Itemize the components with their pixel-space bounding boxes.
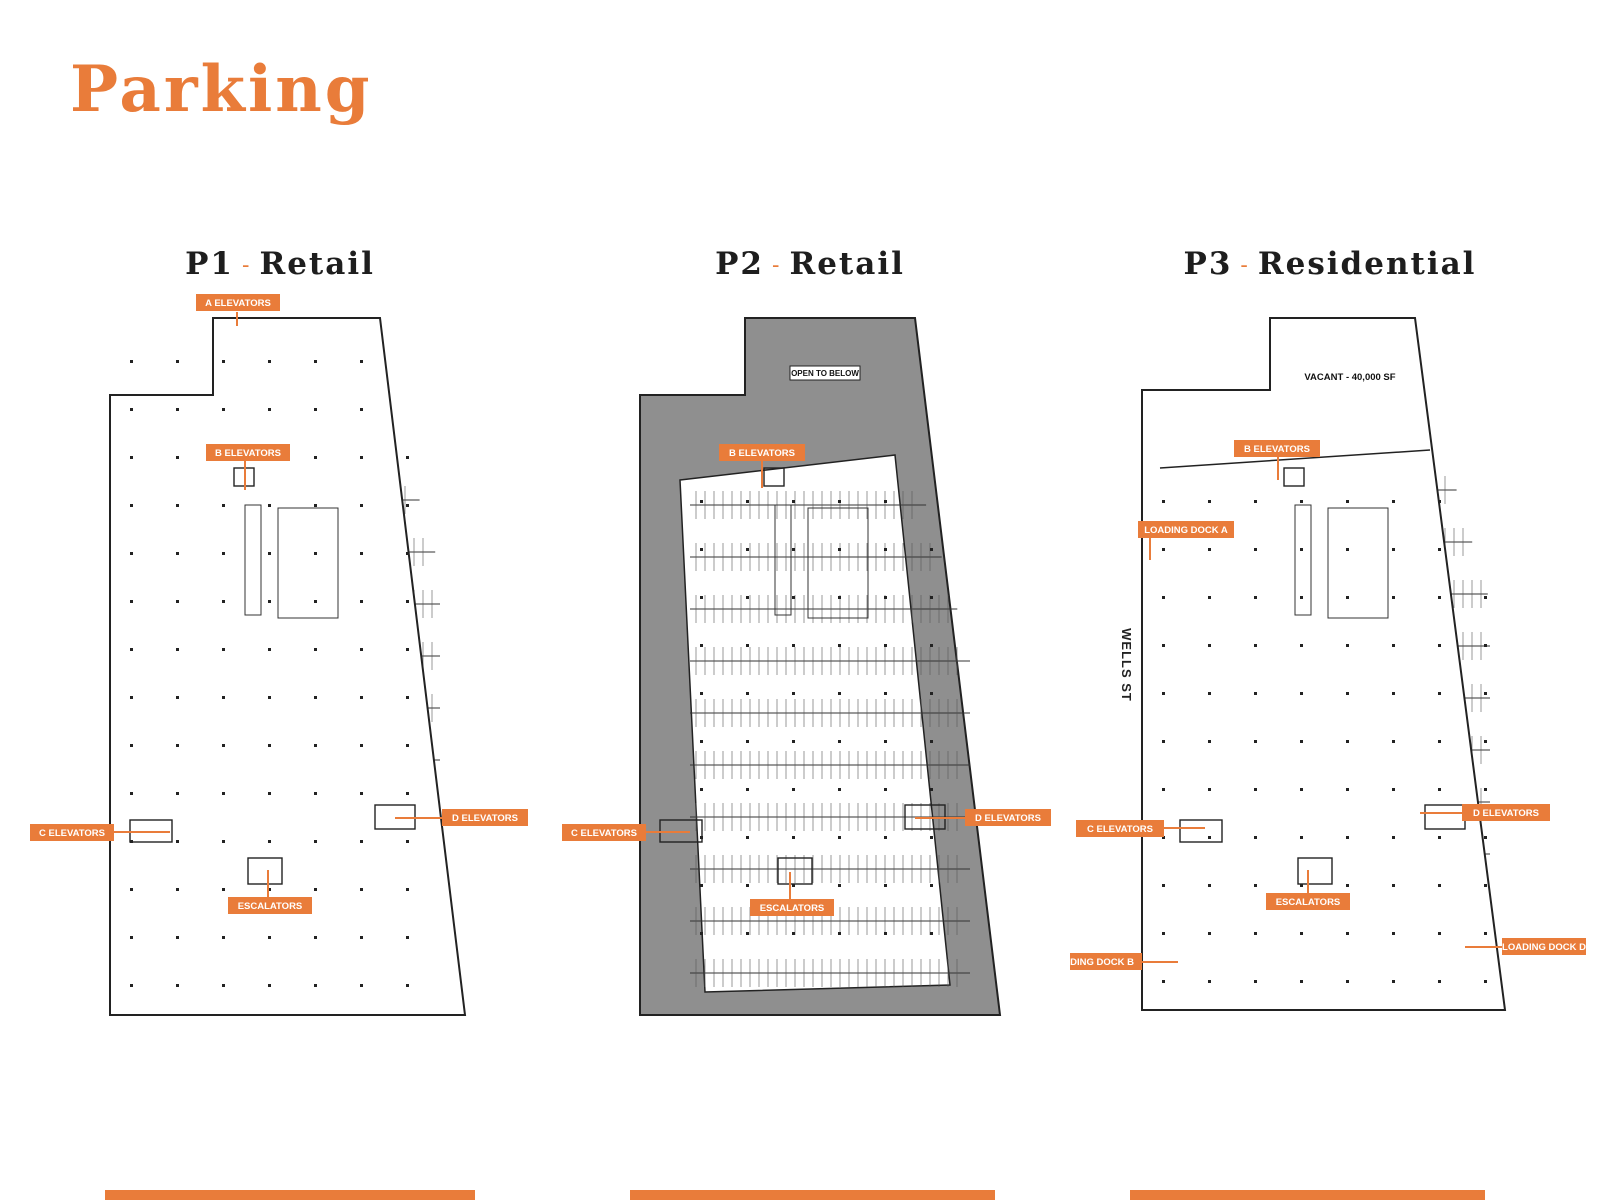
- floor-plan-drawing-p1: A ELEVATORS B ELEVATORS C ELEVATORS D EL…: [30, 294, 528, 1016]
- bottom-bar-p1: [105, 1190, 475, 1200]
- label-a-elevators: A ELEVATORS: [196, 294, 280, 311]
- parking-area: [679, 454, 951, 993]
- floor-plan-drawing-p2: OPEN TO BELOW B ELEVATORS C ELEVATORS D …: [562, 317, 1051, 1016]
- label-text: B ELEVATORS: [729, 448, 795, 459]
- label-text: B ELEVATORS: [1244, 444, 1310, 455]
- floor-outline: [109, 317, 467, 1016]
- note-text: OPEN TO BELOW: [791, 369, 859, 378]
- floor-outline: [1141, 317, 1507, 1011]
- label-b-elevators: B ELEVATORS: [206, 444, 290, 461]
- plan-separator: -: [242, 253, 252, 278]
- floor-details: [659, 467, 946, 935]
- label-text: LOADING DOCK B: [1070, 957, 1134, 968]
- floor-plan-p2: P2-Retail OPEN TO BELOW B ELEVATORS C EL…: [550, 240, 1070, 1100]
- label-text: ESCALATORS: [760, 903, 825, 914]
- plan-heading-p1: P1-Retail: [20, 246, 540, 282]
- label-text: ESCALATORS: [238, 901, 303, 912]
- plan-name: Retail: [789, 246, 905, 282]
- label-b-elevators: B ELEVATORS: [1234, 440, 1320, 457]
- bottom-bar-p3: [1130, 1190, 1485, 1200]
- plan-heading-p2: P2-Retail: [550, 246, 1070, 282]
- label-d-elevators: D ELEVATORS: [442, 809, 528, 826]
- label-text: B ELEVATORS: [215, 448, 281, 459]
- label-text: LOADING DOCK D: [1502, 942, 1586, 953]
- label-text: C ELEVATORS: [571, 828, 637, 839]
- label-text: A ELEVATORS: [205, 298, 271, 309]
- plan-name: Retail: [259, 246, 375, 282]
- plan-level: P3: [1183, 246, 1233, 282]
- label-c-elevators: C ELEVATORS: [562, 824, 646, 841]
- plan-separator: -: [1240, 253, 1250, 278]
- bottom-bar-p2: [630, 1190, 995, 1200]
- label-loading-dock-b: LOADING DOCK B: [1070, 953, 1142, 970]
- label-d-elevators: D ELEVATORS: [1462, 804, 1550, 821]
- label-text: C ELEVATORS: [1087, 824, 1153, 835]
- label-escalators: ESCALATORS: [750, 899, 834, 916]
- label-c-elevators: C ELEVATORS: [1076, 820, 1164, 837]
- open-to-below-note: OPEN TO BELOW: [789, 365, 861, 381]
- label-c-elevators: C ELEVATORS: [30, 824, 114, 841]
- plan-level: P2: [715, 246, 764, 282]
- floor-plan-p3: P3-Residential VACANT - 40,000 SF WELLS …: [1070, 240, 1590, 1100]
- label-b-elevators: B ELEVATORS: [719, 444, 805, 461]
- label-text: D ELEVATORS: [452, 813, 518, 824]
- label-text: C ELEVATORS: [39, 828, 105, 839]
- vacant-note: VACANT - 40,000 SF: [1304, 372, 1395, 383]
- plan-name: Residential: [1257, 246, 1477, 282]
- label-text: LOADING DOCK A: [1144, 525, 1228, 536]
- label-text: ESCALATORS: [1276, 897, 1341, 908]
- label-loading-dock-a: LOADING DOCK A: [1138, 521, 1234, 538]
- plan-level: P1: [185, 246, 234, 282]
- street-label: WELLS ST: [1119, 628, 1134, 702]
- floor-details: [1162, 467, 1487, 983]
- plan-separator: -: [772, 253, 782, 278]
- floor-plan-drawing-p3: VACANT - 40,000 SF WELLS ST B ELEVATORS …: [1070, 317, 1586, 1011]
- label-text: D ELEVATORS: [975, 813, 1041, 824]
- label-text: D ELEVATORS: [1473, 808, 1539, 819]
- label-loading-dock-d: LOADING DOCK D: [1502, 938, 1586, 955]
- page-title: Parking: [70, 52, 373, 127]
- label-d-elevators: D ELEVATORS: [965, 809, 1051, 826]
- vacant-divider: [1159, 449, 1431, 469]
- label-escalators: ESCALATORS: [228, 897, 312, 914]
- plan-heading-p3: P3-Residential: [1070, 246, 1590, 282]
- label-escalators: ESCALATORS: [1266, 893, 1350, 910]
- floor-plan-p1: P1-Retail A ELEVATORS B ELEVATORS C ELEV…: [20, 240, 540, 1100]
